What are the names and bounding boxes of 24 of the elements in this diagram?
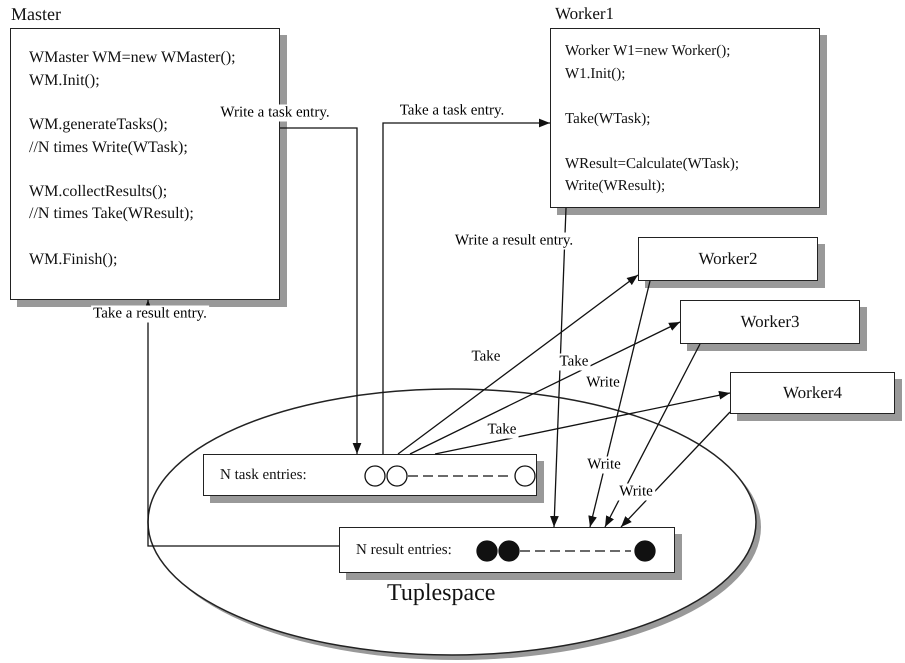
code-line: //N times Write(WTask); bbox=[29, 138, 188, 158]
code-line: Worker W1=new Worker(); bbox=[565, 42, 730, 61]
code-line: WM.generateTasks(); bbox=[29, 115, 168, 135]
code-line: WM.Init(); bbox=[29, 71, 100, 91]
code-line: WM.Finish(); bbox=[29, 250, 118, 270]
code-line: WM.collectResults(); bbox=[29, 182, 168, 202]
code-line: WMaster WM=new WMaster(); bbox=[29, 48, 236, 68]
box-label: Worker2 bbox=[697, 248, 759, 270]
box-label: Worker4 bbox=[782, 382, 844, 404]
code-line: WResult=Calculate(WTask); bbox=[565, 155, 740, 174]
box-label: Worker3 bbox=[739, 311, 801, 333]
edge-label: Write a result entry. bbox=[452, 232, 576, 250]
code-line: Write(WResult); bbox=[565, 177, 666, 196]
edge-label: Take a result entry. bbox=[91, 306, 209, 322]
code-line: //N times Take(WResult); bbox=[29, 204, 194, 224]
edge-label: Take a task entry. bbox=[398, 102, 506, 120]
box-title: Master bbox=[11, 3, 61, 25]
code-line: W1.Init(); bbox=[565, 65, 626, 84]
arrow bbox=[382, 118, 550, 454]
arrow bbox=[280, 127, 362, 454]
edge-label: Take bbox=[558, 354, 590, 370]
edge-label: Write a task entry. bbox=[218, 104, 332, 122]
box-title: Worker1 bbox=[555, 3, 614, 25]
code-line: Take(WTask); bbox=[565, 110, 650, 129]
